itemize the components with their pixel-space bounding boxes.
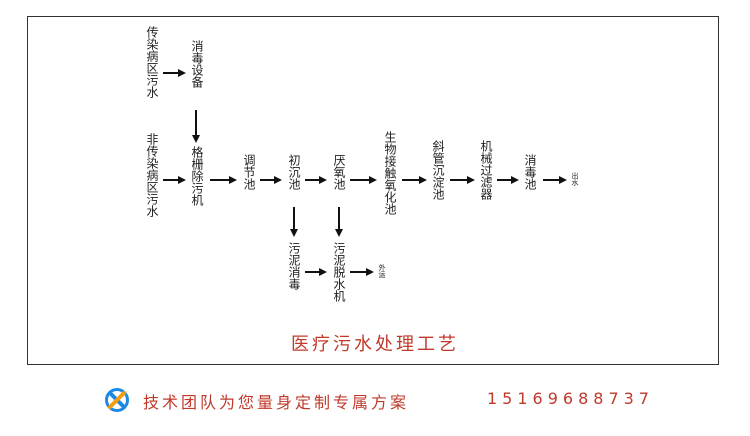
diagram-frame [27, 16, 719, 365]
node-disinfection-equipment: 消毒设备 [190, 40, 204, 88]
node-anaerobic-tank: 厌氧池 [332, 154, 346, 190]
diagram-title: 医疗污水处理工艺 [291, 334, 459, 355]
node-bio-contact-oxidation: 生物接触氧化池 [383, 131, 397, 215]
footer-slogan: 技术团队为您量身定制专属方案 [143, 393, 410, 412]
node-primary-settling: 初沉池 [287, 154, 301, 190]
node-sludge-dewatering: 污泥脱水机 [332, 242, 346, 302]
footer-phone: 15169688737 [487, 389, 654, 408]
node-infectious-sewage: 传染病区污水 [145, 26, 159, 98]
node-regulating-tank: 调节池 [242, 154, 256, 190]
node-effluent: 出水 [571, 172, 579, 186]
node-mechanical-filter: 机械过滤器 [479, 140, 493, 200]
node-haul-away: 外运 [378, 264, 386, 278]
node-sludge-disinfection: 污泥消毒 [287, 242, 301, 290]
footer-banner: 技术团队为您量身定制专属方案 15169688737 [0, 386, 750, 416]
node-inclined-tube-settling: 斜管沉淀池 [431, 140, 445, 200]
company-logo-icon [105, 388, 129, 412]
node-grille-removal: 格栅除污机 [190, 146, 204, 206]
node-noninfectious-sewage: 非传染病区污水 [145, 133, 159, 217]
node-disinfection-tank: 消毒池 [523, 154, 537, 190]
